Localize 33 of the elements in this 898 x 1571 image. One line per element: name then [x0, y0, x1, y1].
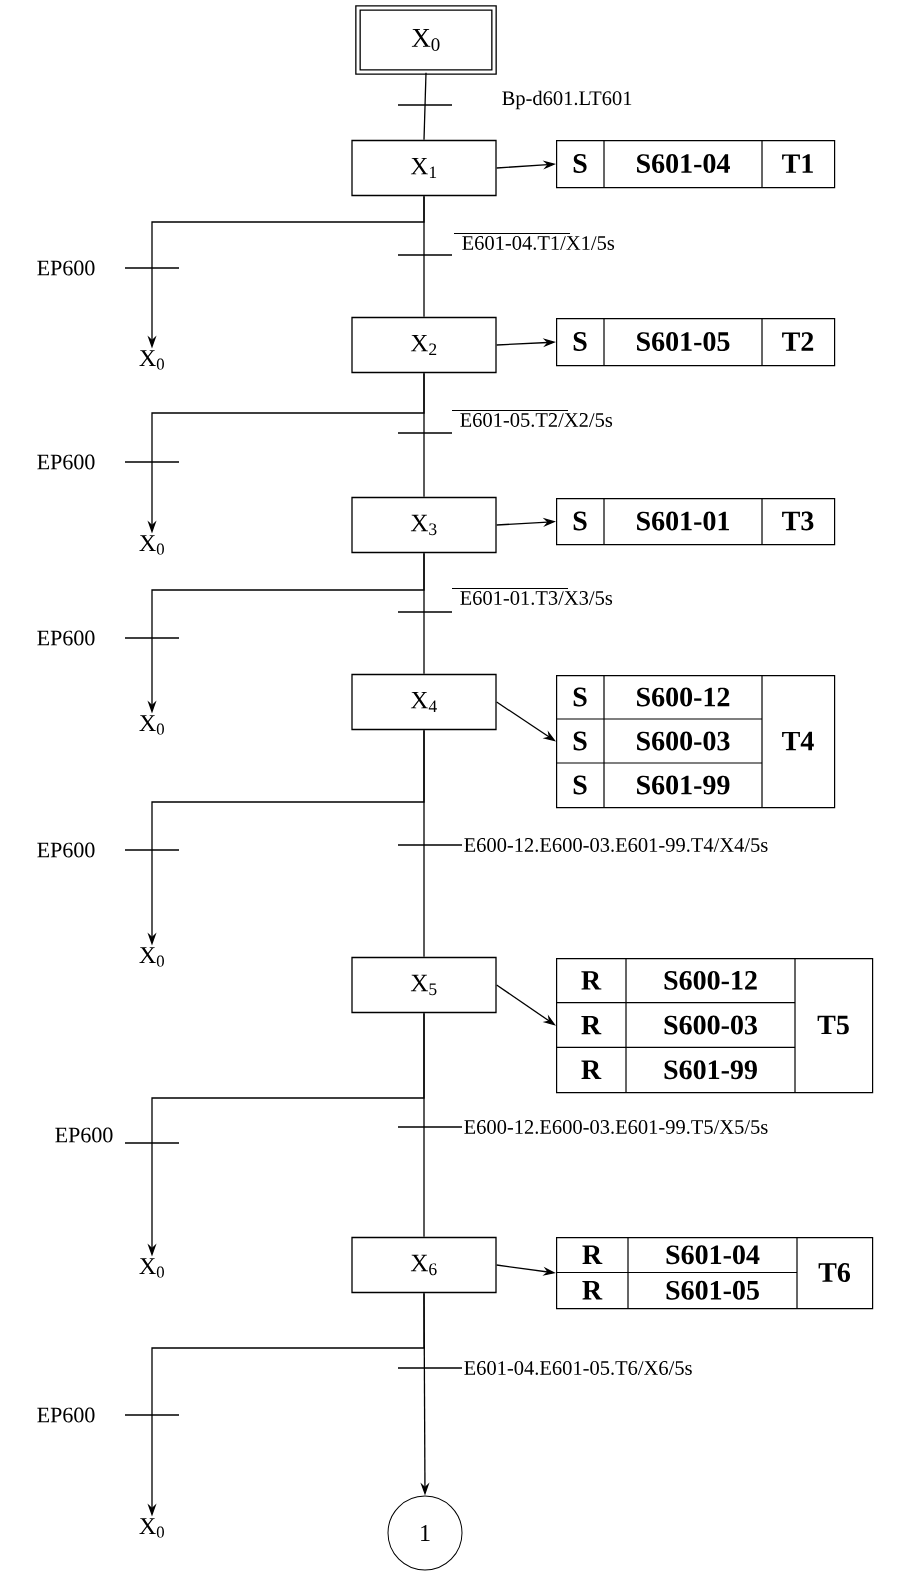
step-box: X$_{3}$ — [351, 496, 497, 554]
step-reference: X$_{0}$ — [139, 350, 164, 370]
action-table: R S600-12 R S600-03 R S601-99 T5 — [555, 957, 874, 1094]
step-box: X$_{2}$ — [351, 316, 497, 374]
step-box: X$_{5}$ — [351, 956, 497, 1014]
edge-label: EP600 — [37, 630, 95, 646]
action-table: S S600-12 S S600-03 S S601-99 T4 — [555, 674, 836, 809]
edge-label: Bp-d601.LT601 — [502, 90, 632, 110]
action-table: S S601-05 T2 — [556, 317, 836, 367]
step-reference: X$_{0}$ — [139, 947, 164, 967]
flow-line — [423, 72, 427, 141]
step-reference: X$_{0}$ — [139, 715, 164, 735]
edge-label: E601-05.T2/X2/5s — [451, 409, 613, 427]
edge-label: EP600 — [37, 454, 95, 470]
step-box: X$_{4}$ — [351, 673, 497, 731]
edge-label: EP600 — [37, 842, 95, 858]
edge-label: E601-04.T1/X1/5s — [453, 232, 615, 250]
action-table: R S601-04 R S601-05 T6 — [555, 1236, 874, 1310]
edge-label: E600-12.E600-03.E601-99.T4/X4/5s — [464, 838, 768, 852]
edge-label: E601-04.E601-05.T6/X6/5s — [464, 1361, 692, 1375]
action-table: S S601-04 T1 — [556, 139, 836, 189]
action-table: S S601-01 T3 — [556, 497, 836, 546]
step-box: X$_{6}$ — [351, 1236, 497, 1294]
edge-label: E601-01.T3/X3/5s — [451, 587, 613, 605]
edge-label: EP600 — [37, 1407, 95, 1423]
step-box: X$_{1}$ — [351, 139, 497, 197]
edge-label: E600-12.E600-03.E601-99.T5/X5/5s — [464, 1120, 768, 1134]
step-reference: X$_{0}$ — [139, 535, 164, 555]
edge-label: EP600 — [55, 1127, 113, 1143]
initial-step-box: X$_{0}$ — [355, 5, 497, 75]
step-reference: X$_{0}$ — [139, 1518, 164, 1538]
step-reference: X$_{0}$ — [139, 1258, 164, 1278]
edge-label: EP600 — [37, 260, 95, 276]
